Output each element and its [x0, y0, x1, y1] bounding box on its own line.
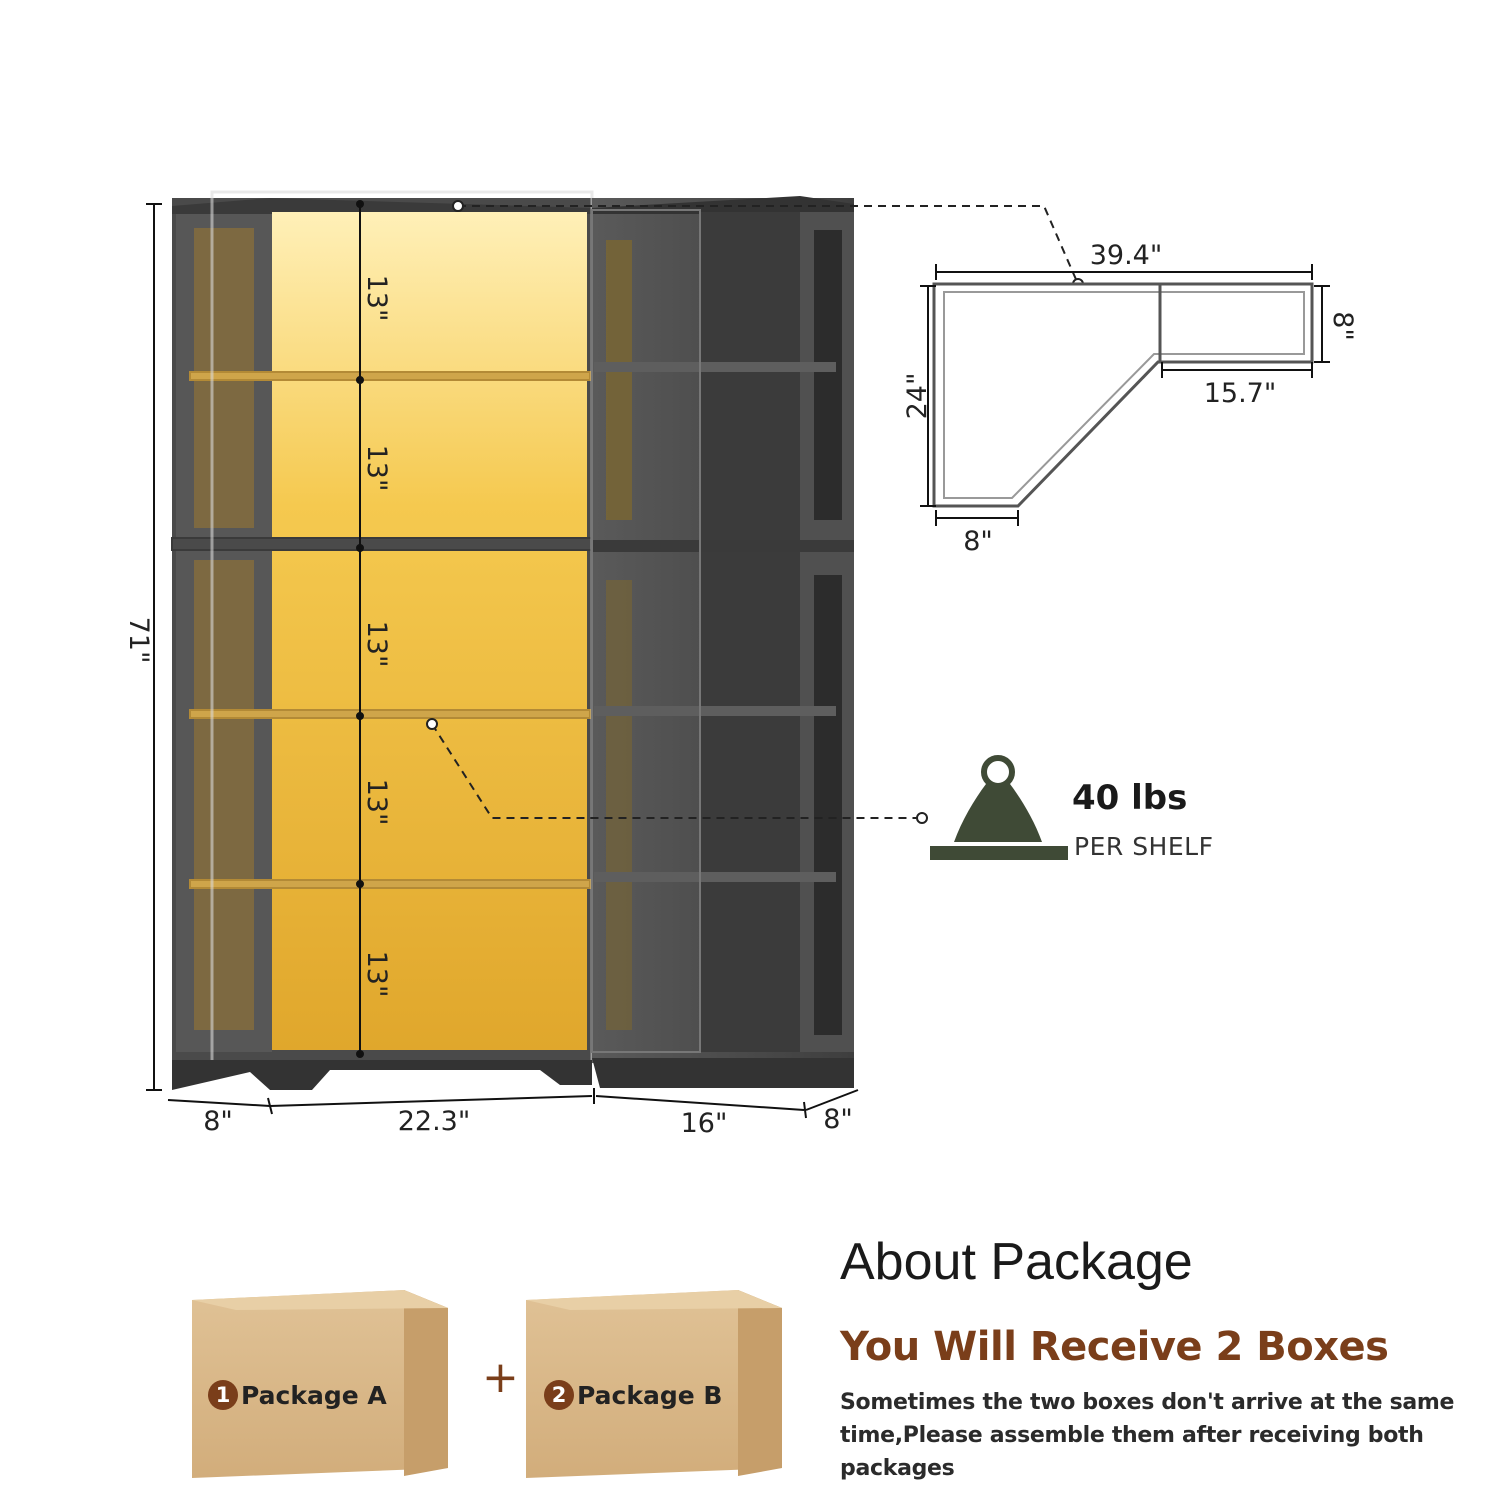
cabinet-illustration: [171, 190, 854, 1090]
weight-leader-dot-end: [916, 812, 928, 824]
package-a-label: 1 Package A: [208, 1380, 387, 1410]
weight-icon: [930, 755, 1068, 860]
left-shelves: [171, 371, 593, 889]
right-cabinet-base: [592, 1058, 854, 1088]
shelf-height-label-1: 13": [361, 275, 392, 322]
package-box-a: [192, 1290, 448, 1478]
shelf-4: [189, 879, 591, 889]
left-side-glass-bottom: [194, 560, 254, 1030]
top-right-inner-label: 15.7": [1204, 378, 1277, 409]
weight-icon-base: [930, 846, 1068, 860]
base-right-front-dim: [595, 1095, 805, 1111]
right-glass-door: [591, 209, 701, 1053]
package-b-label: 2 Package B: [544, 1380, 722, 1410]
top-bottom-label: 8": [963, 526, 993, 557]
package-b-text: Package B: [577, 1380, 723, 1410]
weight-unit-label: PER SHELF: [1074, 832, 1214, 861]
shelf-2: [171, 537, 593, 551]
top-width-label: 39.4": [1090, 240, 1163, 271]
top-view-diagram: 39.4" 8" 15.7" 24" 8": [902, 240, 1358, 557]
right-side-window-top: [814, 230, 842, 520]
right-side-window-bottom: [814, 575, 842, 1035]
right-shelf-2: [592, 540, 854, 552]
right-door-window-bottom: [606, 580, 632, 1030]
package-box-b: [526, 1290, 782, 1478]
total-height-label: 71": [123, 617, 154, 664]
left-cabinet-base: [172, 1060, 592, 1090]
dimension-lines: [146, 200, 859, 1119]
package-subtitle: You Will Receive 2 Boxes: [840, 1324, 1389, 1370]
shelf-height-label-2: 13": [361, 445, 392, 492]
weight-leader: [431, 723, 922, 819]
weight-leader-dot-start: [426, 718, 438, 730]
package-a-text: Package A: [241, 1380, 387, 1410]
base-left-label: 8": [203, 1106, 233, 1137]
left-cabinet-top: [172, 198, 592, 214]
base-right-front-label: 16": [681, 1108, 728, 1139]
right-door-window-top: [606, 240, 632, 520]
base-left-dim: [167, 1099, 271, 1107]
shelf-height-label-3: 13": [361, 621, 392, 668]
right-shelf-3: [594, 706, 836, 716]
shelf-1: [189, 371, 591, 381]
right-cabinet-inner: [700, 212, 800, 1052]
package-b-number: 2: [544, 1380, 574, 1410]
right-shelves: [592, 362, 854, 882]
package-a-number: 1: [208, 1380, 238, 1410]
shelf-height-label-4: 13": [361, 779, 392, 826]
right-shelf-4: [594, 872, 836, 882]
base-front-dim: [269, 1095, 593, 1107]
top-view-inner: [943, 291, 1305, 499]
base-right-side-label: 8": [823, 1104, 853, 1135]
left-cabinet-interior: [272, 212, 587, 1050]
shelf-3: [189, 709, 591, 719]
package-title: About Package: [840, 1233, 1193, 1291]
top-leader-dot: [452, 200, 464, 212]
right-shelf-1: [594, 362, 836, 372]
weight-icon-body: [954, 784, 1042, 842]
leader-lines: [431, 205, 1079, 819]
weight-icon-handle: [981, 755, 1015, 789]
package-note: Sometimes the two boxes don't arrive at …: [840, 1390, 1455, 1481]
weight-value: 40 lbs: [1072, 778, 1188, 818]
base-front-label: 22.3": [398, 1106, 471, 1137]
shelf-height-label-5: 13": [361, 951, 392, 998]
base-right-side-dim: [805, 1089, 859, 1111]
top-right-depth-label: 8": [1327, 311, 1358, 341]
top-left-depth-label: 24": [902, 373, 933, 420]
plus-sign: +: [482, 1352, 519, 1403]
